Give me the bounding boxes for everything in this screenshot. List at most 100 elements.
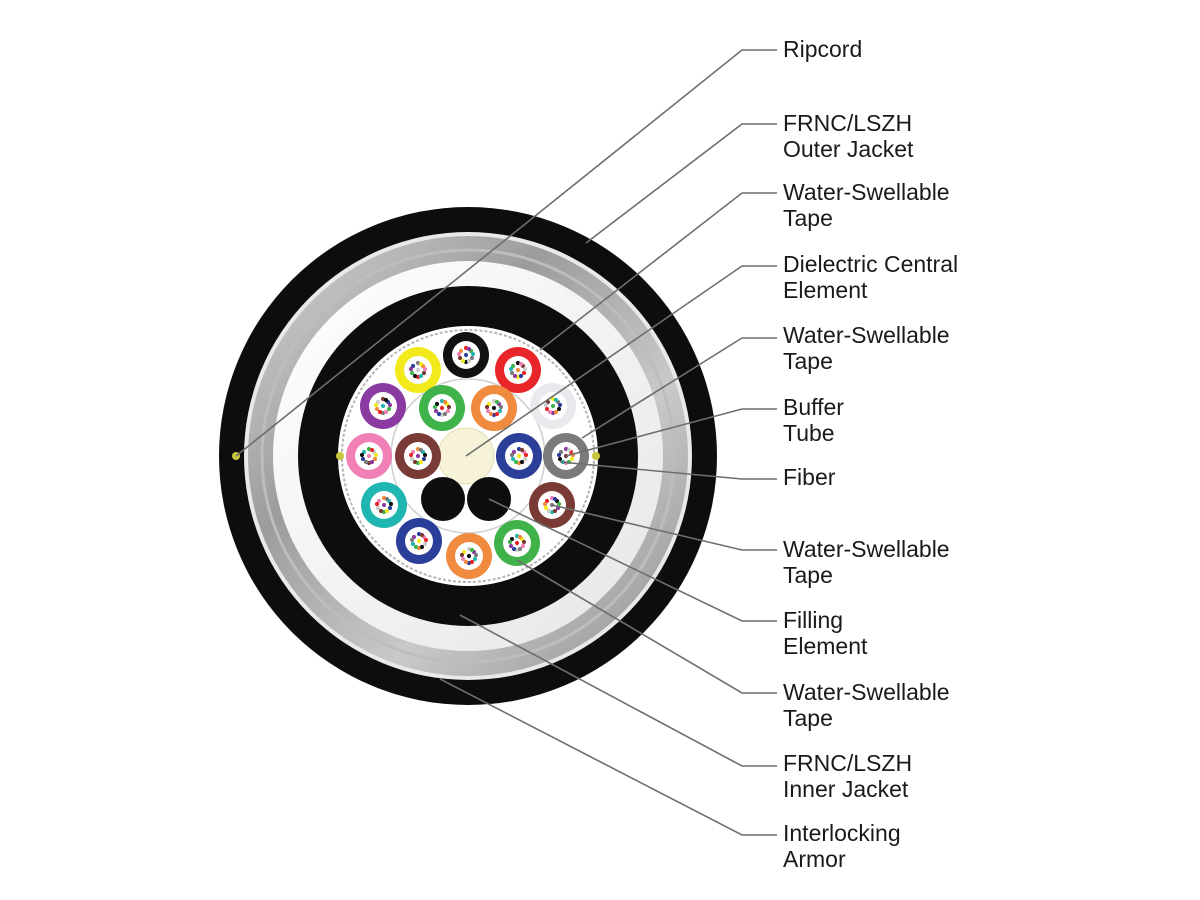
fiber (486, 401, 492, 407)
fiber (553, 397, 559, 403)
label-line: Water-Swellable (783, 536, 950, 562)
fiber (547, 409, 553, 415)
fiber (469, 547, 475, 553)
buffer-tube (495, 347, 541, 393)
buffer-tube (471, 385, 517, 431)
buffer-tube (419, 385, 465, 431)
fiber (510, 363, 516, 369)
label-line: FRNC/LSZH (783, 110, 913, 136)
label-line: Element (783, 277, 868, 303)
fiber (432, 404, 438, 410)
fiber (556, 452, 562, 458)
buffer-tube (360, 383, 406, 429)
label-line: Tape (783, 205, 833, 231)
label-line: Tape (783, 705, 833, 731)
fiber (518, 373, 524, 379)
fiber (458, 348, 464, 354)
fiber (508, 543, 514, 549)
fiber (378, 508, 384, 514)
fiber (434, 401, 440, 407)
cable-cross-section (219, 207, 717, 705)
leader-line (565, 408, 777, 457)
fiber (418, 373, 424, 379)
fiber (416, 538, 422, 544)
fiber (372, 456, 378, 462)
fiber (408, 366, 414, 372)
fiber (522, 366, 528, 372)
fiber (515, 367, 521, 373)
fiber (507, 539, 513, 545)
leader-line (439, 678, 777, 836)
leader-line (488, 498, 777, 622)
fiber (373, 452, 379, 458)
label-line: Water-Swellable (783, 179, 950, 205)
fiber (388, 501, 394, 507)
fiber (418, 459, 424, 465)
label-line: Water-Swellable (783, 322, 950, 348)
label-line: FRNC/LSZH (783, 750, 913, 776)
fiber (553, 409, 559, 415)
fiber (513, 459, 519, 465)
fiber (497, 408, 503, 414)
fiber (363, 459, 369, 465)
fiber (439, 405, 445, 411)
fiber (422, 541, 428, 547)
fiber (387, 402, 393, 408)
fiber (472, 556, 478, 562)
fiber (360, 456, 366, 462)
leader-lines (235, 49, 777, 836)
fiber (512, 373, 518, 379)
fiber (383, 397, 389, 403)
fiber (419, 532, 425, 538)
fiber (387, 505, 393, 511)
fiber (409, 537, 415, 543)
fiber (383, 409, 389, 415)
fiber (463, 352, 469, 358)
fiber (361, 449, 367, 455)
fiber (485, 408, 491, 414)
fiber (511, 546, 517, 552)
fiber (519, 459, 525, 465)
label-line: Outer Jacket (783, 136, 914, 162)
fiber (494, 411, 500, 417)
fiber (410, 363, 416, 369)
leader-line (585, 123, 777, 244)
buffer-tubes (346, 332, 589, 579)
fiber (521, 370, 527, 376)
fiber (408, 452, 414, 458)
fiber (488, 411, 494, 417)
fiber (509, 370, 515, 376)
fiber (466, 553, 472, 559)
fiber (544, 498, 550, 504)
fiber (510, 456, 516, 462)
fiber (521, 539, 527, 545)
armor-ridge (260, 248, 676, 664)
fiber (542, 501, 548, 507)
fiber (460, 358, 466, 364)
buffer-tube (446, 533, 492, 579)
fiber (466, 358, 472, 364)
fiber (410, 541, 416, 547)
fiber (519, 447, 525, 453)
fiber (544, 406, 550, 412)
fiber (484, 404, 490, 410)
fiber (418, 361, 424, 367)
label-line: Tape (783, 348, 833, 374)
fiber (419, 544, 425, 550)
fiber (546, 508, 552, 514)
buffer-tube (443, 332, 489, 378)
fiber (374, 406, 380, 412)
fiber (446, 404, 452, 410)
fiber (552, 496, 558, 502)
fiber (522, 456, 528, 462)
leader-line (551, 504, 777, 551)
fiber (511, 449, 517, 455)
fiber (421, 456, 427, 462)
label-line: Water-Swellable (783, 679, 950, 705)
label-line: Tube (783, 420, 835, 446)
